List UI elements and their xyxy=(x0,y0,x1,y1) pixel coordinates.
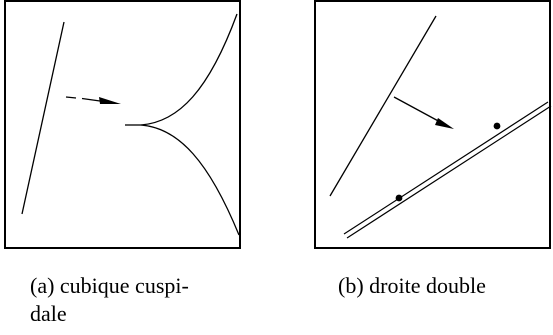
double-line-upper xyxy=(343,101,549,235)
double-line-lower xyxy=(346,105,552,239)
panel-b-diagram xyxy=(314,0,552,249)
caption-a-line2: dale xyxy=(30,301,67,326)
panel-b-frame xyxy=(314,0,551,249)
cubic-lower-branch xyxy=(140,124,240,236)
panel-a-line xyxy=(21,21,65,215)
cubic-upper-branch xyxy=(140,13,238,126)
point-right xyxy=(493,122,501,130)
panel-b xyxy=(314,0,553,250)
panel-a-diagram xyxy=(4,0,241,249)
panel-a-frame xyxy=(4,0,241,249)
caption-a: (a) cubique cuspi- dale xyxy=(30,272,240,328)
arrow-dash-1 xyxy=(65,96,77,99)
arrow-shaft xyxy=(393,96,443,124)
arrow-dash-2 xyxy=(81,97,101,102)
caption-b-line1: (b) droite double xyxy=(338,273,486,298)
panel-b-line xyxy=(329,15,437,197)
panel-a xyxy=(4,0,244,250)
point-left xyxy=(395,194,403,202)
arrow-head-b xyxy=(435,118,454,129)
caption-a-line1: (a) cubique cuspi- xyxy=(30,273,189,298)
arrow-head xyxy=(99,97,121,104)
caption-b: (b) droite double xyxy=(338,272,548,300)
